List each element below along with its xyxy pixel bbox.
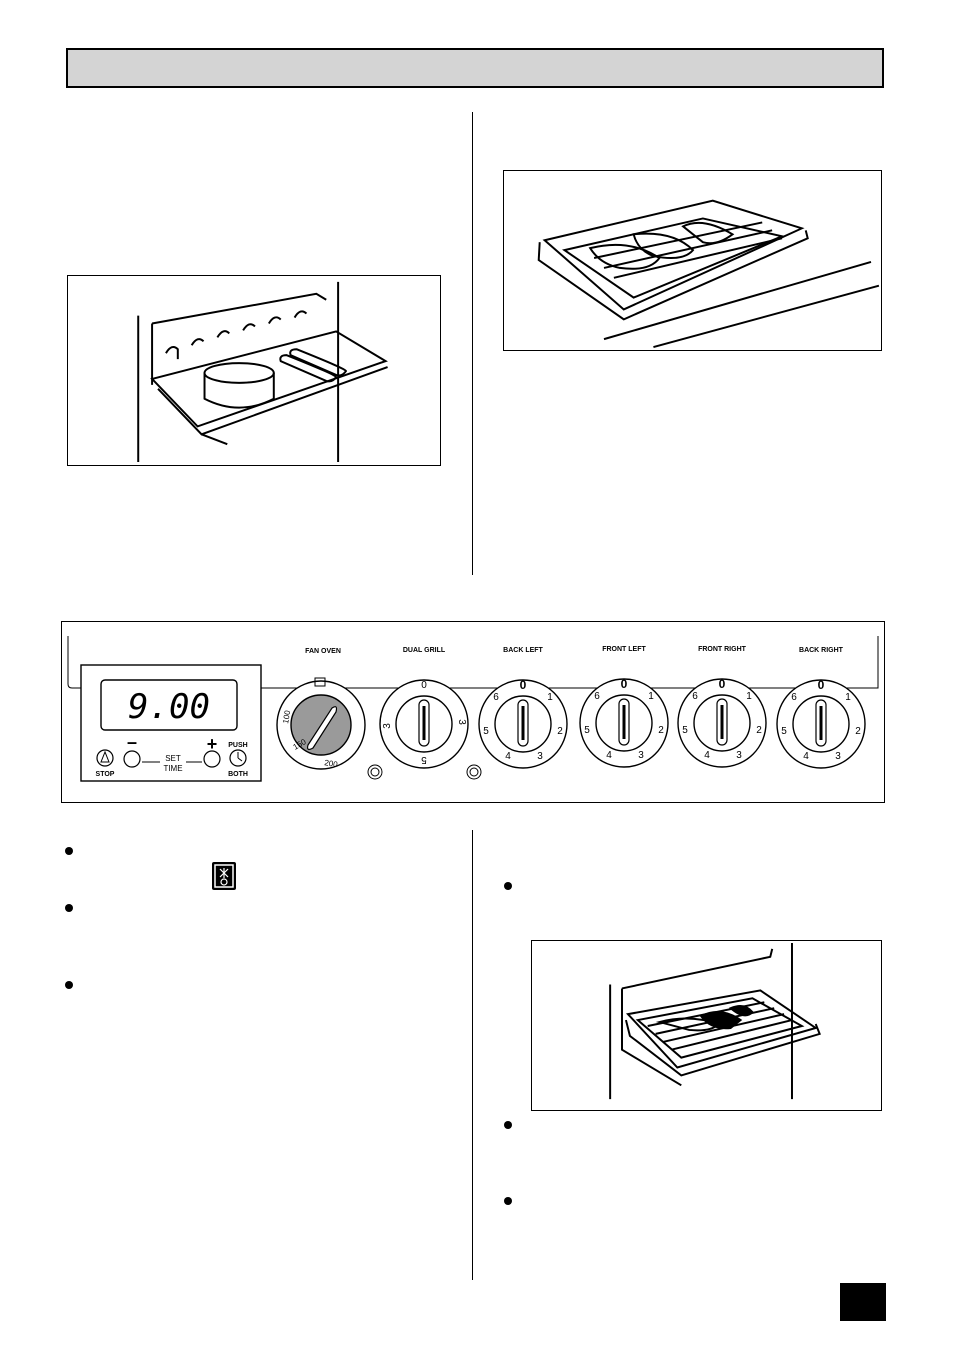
column-divider-bottom [472,830,473,1280]
back-right-mark-0: 0 [818,678,825,692]
minus-label: – [127,732,137,752]
figure-grill-pan [503,170,882,351]
push-label: PUSH [228,742,247,749]
bullet-2 [65,904,73,912]
back-right-mark-2: 2 [855,726,861,737]
timer-display [100,679,238,731]
front-right-mark-1: 1 [746,691,752,702]
front-right-mark-0: 0 [719,677,726,691]
front-left-mark-4: 4 [606,750,612,761]
defrost-symbol-icon [212,862,236,890]
bullet-4 [504,882,512,890]
back-left-mark-3: 3 [537,751,543,762]
fan-oven-mark-100: 100 [281,709,292,724]
knob-label-front-right: FRONT RIGHT [698,646,747,653]
bullet-5 [504,1121,512,1129]
front-right-mark-5: 5 [682,725,688,736]
fan-oven-mark-200: 200 [324,758,339,769]
back-right-mark-5: 5 [781,726,787,737]
back-left-mark-4: 4 [505,751,511,762]
grill-pan-illustration [537,199,880,348]
dual-grill-knob[interactable]: 0 3 3 5 [379,679,469,769]
front-left-mark-1: 1 [648,691,654,702]
back-left-knob[interactable]: 0 1 2 3 4 5 6 [478,678,568,769]
back-left-mark-1: 1 [547,692,553,703]
figure-grill-pan-in-oven [531,940,882,1111]
back-right-mark-3: 3 [835,751,841,762]
knob-label-dual-grill: DUAL GRILL [403,647,446,654]
dual-grill-mark-3-right: 3 [456,719,467,725]
dual-grill-mark-5: 5 [421,754,427,765]
front-right-mark-4: 4 [704,750,710,761]
front-right-knob[interactable]: 0 1 2 3 4 5 6 [677,677,767,768]
front-left-knob[interactable]: 0 1 2 3 4 5 6 [579,677,669,768]
back-left-mark-0: 0 [520,678,527,692]
front-left-mark-5: 5 [584,725,590,736]
grill-pan-in-oven-illustration [609,942,821,1100]
time-label: TIME [163,764,182,773]
front-left-mark-2: 2 [658,725,664,736]
front-right-mark-6: 6 [692,691,698,702]
front-left-mark-0: 0 [621,677,628,691]
dual-grill-mark-0: 0 [421,680,427,691]
back-left-mark-2: 2 [557,726,563,737]
timer-display-time: 9.00 [128,687,210,727]
knob-label-fan-oven: FAN OVEN [305,648,341,655]
plus-button[interactable] [203,750,221,768]
control-panel: 9.00 STOP – SET TIME + PUSH BOTH FAN OVE… [61,621,885,803]
set-label: SET [165,754,181,763]
column-divider-top [472,112,473,575]
fan-oven-indicator-light [367,764,383,780]
page-number-box [840,1283,886,1321]
back-right-mark-1: 1 [845,692,851,703]
stop-label: STOP [96,771,115,778]
both-button[interactable] [229,749,247,767]
both-label: BOTH [228,771,248,778]
back-right-mark-6: 6 [791,692,797,703]
oven-shelf-illustration [137,281,388,463]
knob-label-back-left: BACK LEFT [503,647,543,654]
bullet-6 [504,1197,512,1205]
dual-grill-mark-3-left: 3 [382,723,393,729]
section-header-bar [66,48,884,88]
back-left-mark-5: 5 [483,726,489,737]
front-left-mark-3: 3 [638,750,644,761]
knob-label-front-left: FRONT LEFT [602,646,646,653]
front-left-mark-6: 6 [594,691,600,702]
back-right-knob[interactable]: 0 1 2 3 4 5 6 [776,678,866,769]
stop-button[interactable] [96,749,114,767]
figure-oven-shelf [67,275,441,466]
front-right-mark-2: 2 [756,725,762,736]
back-left-mark-6: 6 [493,692,499,703]
plus-label: + [207,734,218,754]
back-right-mark-4: 4 [803,751,809,762]
bullet-3 [65,981,73,989]
bullet-1 [65,847,73,855]
minus-button[interactable] [123,750,141,768]
grill-indicator-light [466,764,482,780]
front-right-mark-3: 3 [736,750,742,761]
knob-label-back-right: BACK RIGHT [799,647,844,654]
fan-oven-knob[interactable]: 100 150 200 [276,677,366,770]
